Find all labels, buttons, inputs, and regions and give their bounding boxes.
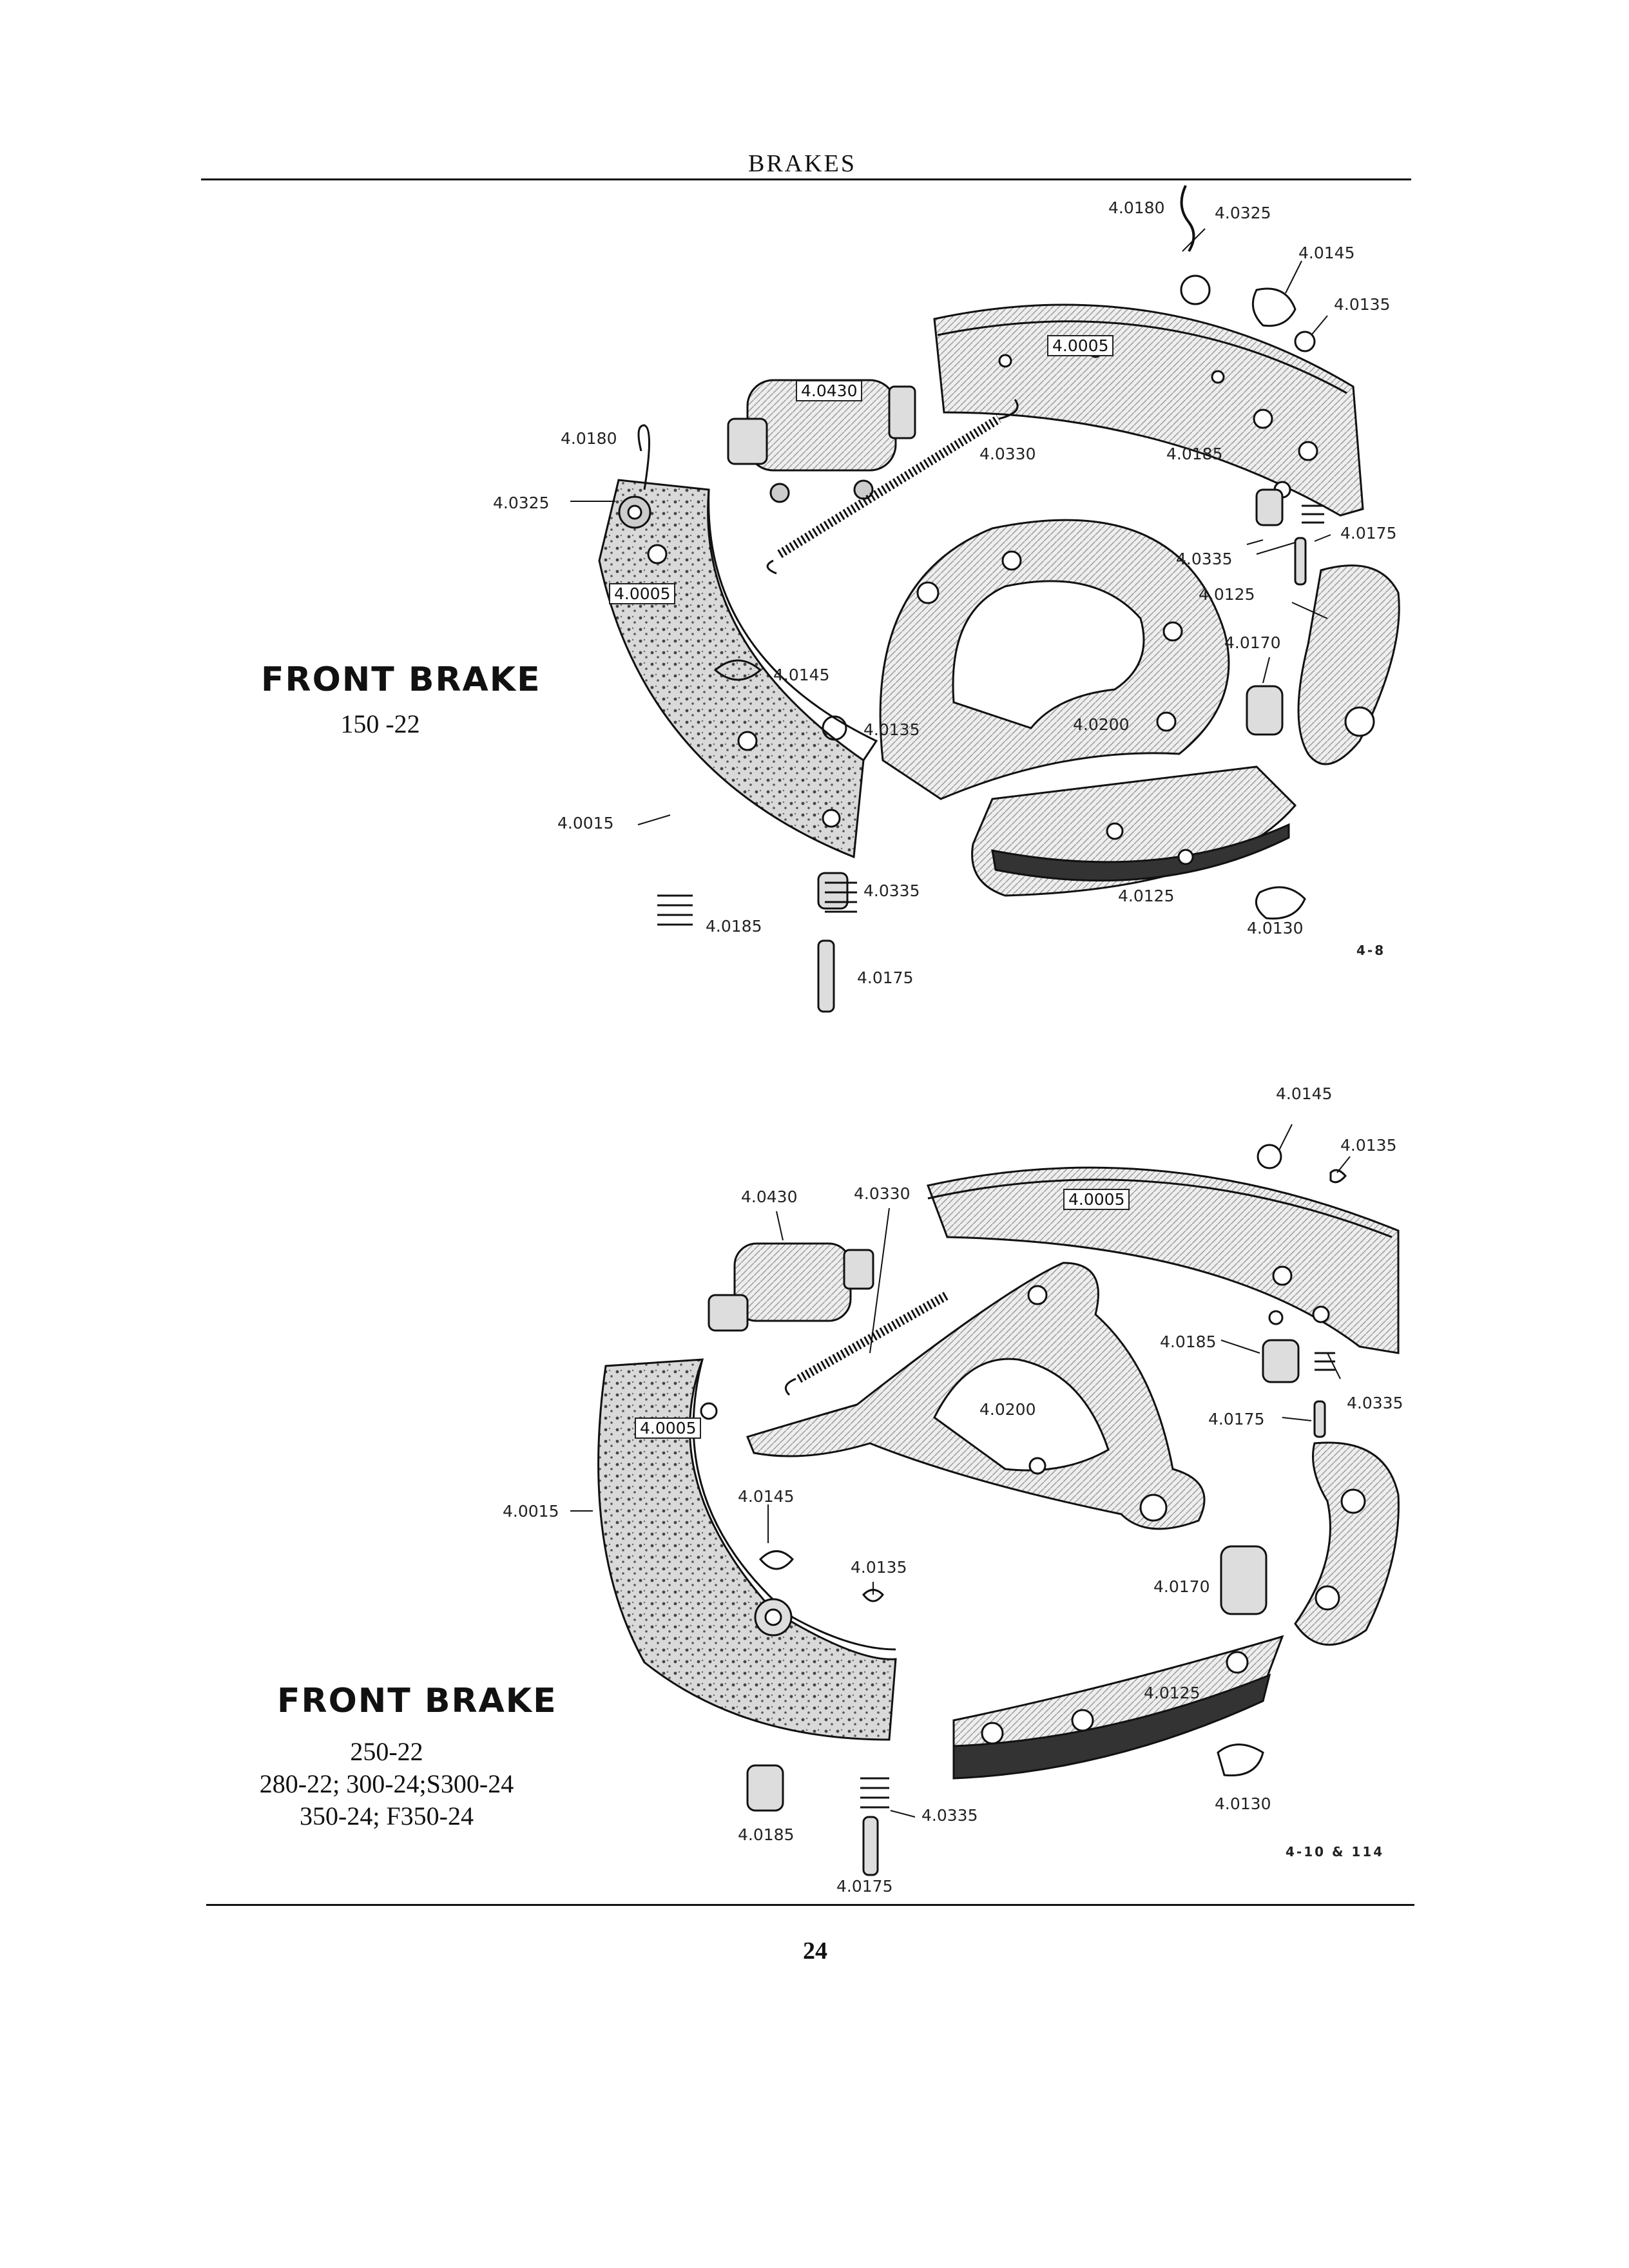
part-label: 4.0015 (503, 1502, 559, 1521)
part-label: 4.0135 (1340, 1136, 1397, 1155)
part-label: 4.0185 (706, 917, 762, 936)
part-label: 4.0335 (1347, 1394, 1403, 1412)
bottom-wheel-cylinder (708, 1242, 874, 1332)
part-label: 4.0145 (773, 666, 830, 684)
part-label: 4.0135 (863, 720, 920, 739)
part-label: 4.0125 (1118, 887, 1175, 905)
part-label: 4.0130 (1247, 919, 1304, 937)
part-label: 4.0175 (857, 968, 914, 987)
part-label: 4.0200 (979, 1400, 1036, 1419)
model-line: 280-22; 300-24;S300-24 (259, 1769, 514, 1798)
top-anchor-block (1297, 564, 1400, 765)
top-spring-small (657, 894, 693, 926)
part-label: 4.0175 (1340, 524, 1397, 543)
top-wheel-cylinder (727, 379, 916, 503)
figure-code: 4-8 (1356, 943, 1386, 958)
footer-rule (206, 1904, 1414, 1906)
part-label: 4.0125 (1199, 585, 1255, 604)
top-shoe-upper (933, 303, 1364, 517)
section-title-2: FRONT BRAKE (277, 1682, 557, 1720)
part-label-boxed: 4.0005 (1047, 335, 1114, 356)
bottom-shoe-upper (926, 1166, 1400, 1354)
part-label: 4.0180 (1108, 198, 1165, 217)
part-label: 4.0200 (1073, 715, 1130, 734)
bottom-figure (597, 1144, 1400, 1876)
part-label-boxed: 4.0005 (635, 1418, 702, 1439)
top-plug (1246, 685, 1284, 736)
part-label: 4.0135 (851, 1558, 907, 1577)
part-label: 4.0330 (979, 445, 1036, 463)
part-label: 4.0145 (1276, 1084, 1333, 1103)
part-label: 4.0335 (921, 1806, 978, 1825)
part-label: 4.0335 (863, 881, 920, 900)
bottom-leader-lines (570, 1124, 1351, 1818)
part-label: 4.0145 (1298, 244, 1355, 262)
bottom-spring (796, 1291, 950, 1383)
part-label: 4.0430 (741, 1187, 798, 1206)
top-leader-lines (570, 228, 1331, 825)
bottom-anchor-block (1294, 1441, 1400, 1646)
part-label: 4.0185 (1160, 1332, 1217, 1351)
part-label: 4.0145 (738, 1487, 795, 1506)
figure-code: 4-10 & 114 (1286, 1844, 1385, 1860)
part-label: 4.0185 (738, 1825, 795, 1844)
page-number: 24 (803, 1937, 827, 1965)
part-label-boxed: 4.0005 (609, 583, 676, 604)
part-label: 4.0330 (854, 1184, 911, 1203)
part-label-boxed: 4.0430 (796, 380, 863, 401)
part-label: 4.0125 (1144, 1684, 1200, 1702)
part-label: 4.0015 (557, 814, 614, 832)
part-label-boxed: 4.0005 (1063, 1189, 1130, 1210)
part-label: 4.0325 (1215, 204, 1271, 222)
part-label: 4.0325 (493, 494, 550, 512)
part-label: 4.0180 (561, 429, 617, 448)
part-label: 4.0175 (1208, 1410, 1265, 1428)
part-label: 4.0335 (1176, 550, 1233, 568)
header-rule (201, 178, 1411, 180)
model-line: 350-24; F350-24 (300, 1802, 474, 1831)
part-label: 4.0130 (1215, 1794, 1271, 1813)
model-line: 250-22 (350, 1737, 423, 1766)
top-figure (598, 185, 1400, 1013)
part-label: 4.0170 (1153, 1577, 1210, 1596)
part-label: 4.0185 (1166, 445, 1223, 463)
top-shoe-left (598, 479, 865, 859)
part-label: 4.0170 (1224, 633, 1281, 652)
page-header-title: BRAKES (748, 150, 856, 177)
model-line: 150 -22 (340, 709, 420, 738)
part-label: 4.0135 (1334, 295, 1391, 314)
part-label: 4.0175 (836, 1877, 893, 1896)
section-title-1: FRONT BRAKE (261, 660, 541, 699)
bottom-shoe-left (597, 1358, 897, 1741)
